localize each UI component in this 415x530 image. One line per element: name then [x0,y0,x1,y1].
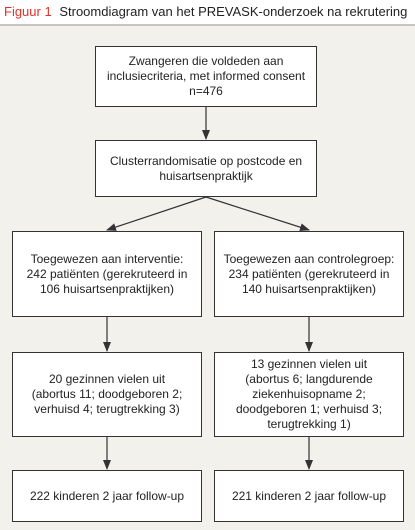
node-text-line: verhuisd 4; terugtrekking 3) [34,402,180,416]
node-text-line: 20 gezinnen vielen uit [48,372,166,386]
node-text-line: n=476 [189,84,223,98]
node-text-line: Toegewezen aan controlegroep: [223,251,395,266]
node-text-line: inclusiecriteria, met informed consent [106,69,306,83]
node-text-line: 234 patiënten (gerekruteerd in [228,266,390,281]
node-text-line: doodgeboren 1; verhuisd 3; [235,402,383,416]
connector-arrow-randomization-to-control [205,196,310,232]
figure-caption: Figuur 1 Stroomdiagram van het PREVASK-o… [0,0,415,26]
intervention-dropout-box: 20 gezinnen vielen uit(abortus 11; doodg… [12,352,202,437]
node-text-line: terugtrekking 1) [267,417,351,431]
node-text-line: Toegewezen aan interventie: [30,251,184,266]
node-text-line: (abortus 6; langdurende [245,372,373,386]
figure-label: Figuur 1 [4,4,52,19]
intervention-followup-box: 222 kinderen 2 jaar follow-up [12,470,202,522]
node-text-line: huisartsenpraktijk [159,168,253,183]
node-text-line: Zwangeren die voldeden aan [128,54,284,68]
node-text-line: (abortus 11; doodgeboren 2; [31,387,183,401]
node-text-line: 242 patiënten (gerekruteerd in [26,266,188,281]
connector-arrow-randomization-to-intervention [106,196,207,231]
node-text-line: 106 huisartsenpraktijken) [39,281,175,296]
node-text-line: 222 kinderen 2 jaar follow-up [29,488,185,503]
control-group-box: Toegewezen aan controlegroep:234 patiënt… [214,231,404,317]
node-text-line: 13 gezinnen vielen uit [250,357,368,371]
control-followup-box: 221 kinderen 2 jaar follow-up [214,470,404,522]
intervention-group-box: Toegewezen aan interventie:242 patiënten… [12,231,202,317]
node-text-line: 221 kinderen 2 jaar follow-up [231,488,387,503]
node-text-line: Clusterrandomisatie op postcode en [109,153,303,168]
control-dropout-box: 13 gezinnen vielen uit(abortus 6; langdu… [214,352,404,437]
node-text-line: 140 huisartsenpraktijken) [241,281,377,296]
figure-title: Stroomdiagram van het PREVASK-onderzoek … [59,4,408,19]
node-text-line: ziekenhuisopname 2; [252,387,366,401]
